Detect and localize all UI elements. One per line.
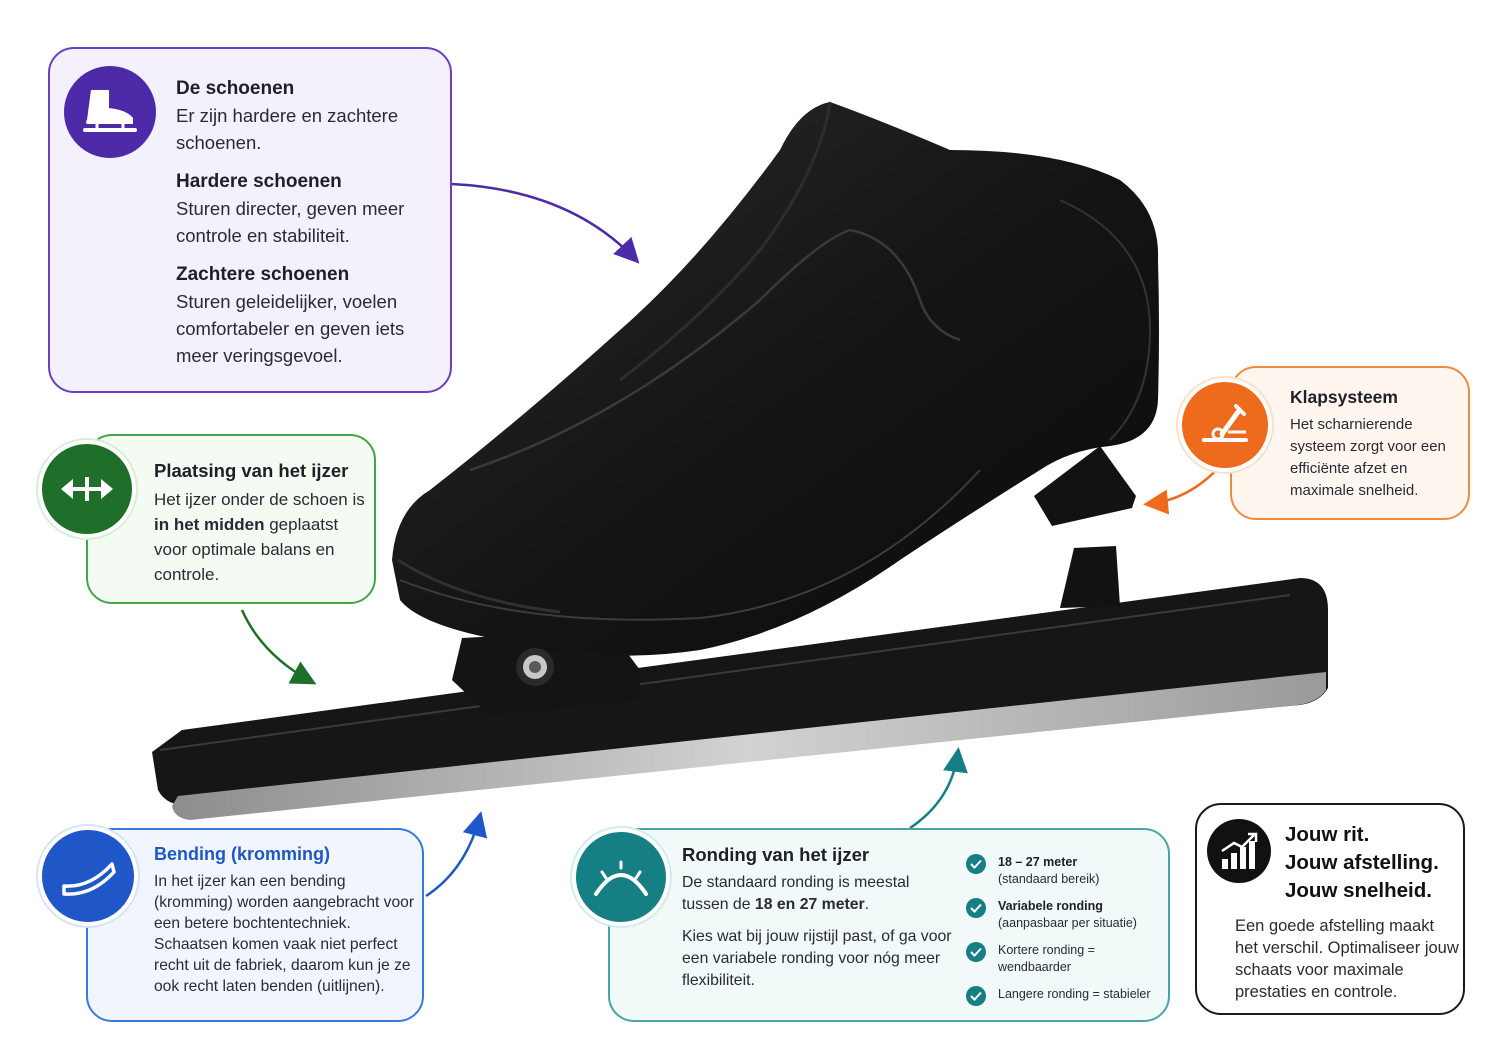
check-icon [966, 898, 986, 918]
ronding-text: De standaard ronding is meestal tussen d… [682, 874, 910, 913]
placement-title: Plaatsing van het ijzer [154, 460, 349, 481]
gauge-arc-icon [572, 828, 670, 926]
clap-title: Klapsysteem [1290, 387, 1398, 407]
boot [392, 101, 1159, 656]
shoes-intro: Er zijn hardere en zachtere schoenen. [176, 105, 399, 153]
arrow-placement [240, 609, 317, 685]
ronding-title: Ronding van het ijzer [682, 844, 870, 865]
arrow-ronding [909, 747, 968, 830]
list-item: Variabele ronding(aanpasbaar per situati… [966, 898, 1166, 932]
ride-slogan: Jouw rit. Jouw afstelling. Jouw snelheid… [1285, 823, 1439, 902]
clap-text: Het scharnierende systeem zorgt voor een… [1290, 416, 1446, 499]
ronding-advice: Kies wat bij jouw rijstijl past, of ga v… [682, 928, 952, 989]
list-item: 18 – 27 meter(standaard bereik) [966, 854, 1166, 888]
softer-shoes-text: Sturen geleidelijker, voelen comfortabel… [176, 291, 405, 366]
list-item: Langere ronding = stabieler [966, 986, 1166, 1006]
hinge-system-icon [1178, 378, 1272, 472]
shoes-card: De schoenen Er zijn hardere en zachtere … [48, 47, 452, 393]
list-item: Kortere ronding = wendbaarder [966, 942, 1166, 976]
softer-shoes-title: Zachtere schoenen [176, 264, 350, 285]
ride-card: Jouw rit. Jouw afstelling. Jouw snelheid… [1195, 803, 1465, 1015]
rising-bar-chart-icon [1207, 819, 1271, 883]
bending-text: In het ijzer kan een bending (kromming) … [154, 873, 415, 995]
arrow-bending [425, 811, 488, 898]
blade [152, 578, 1328, 820]
ride-text: Een goede afstelling maakt het verschil.… [1235, 917, 1459, 1001]
placement-card: Plaatsing van het ijzer Het ijzer onder … [38, 434, 376, 604]
placement-text: Het ijzer onder de schoen is in het midd… [154, 490, 365, 584]
harder-shoes-text: Sturen directer, geven meer controle en … [176, 198, 405, 246]
check-icon [966, 986, 986, 1006]
clap-card: Klapsysteem Het scharnierende systeem zo… [1178, 366, 1470, 520]
bending-title: Bending (kromming) [154, 844, 330, 864]
ice-skate-boot-icon [64, 66, 156, 158]
ronding-checklist: 18 – 27 meter(standaard bereik) Variabel… [966, 854, 1166, 1016]
harder-shoes-title: Hardere schoenen [176, 171, 342, 192]
ronding-card: Ronding van het ijzer De standaard rondi… [572, 828, 1170, 1022]
arrow-shoes [451, 182, 640, 264]
bending-card: Bending (kromming) In het ijzer kan een … [38, 826, 424, 1022]
check-icon [966, 942, 986, 962]
horizontal-arrows-icon [38, 440, 136, 538]
shoes-title: De schoenen [176, 78, 295, 99]
check-icon [966, 854, 986, 874]
rear-hinge-post [1060, 546, 1120, 608]
curved-blade-icon [38, 826, 138, 926]
